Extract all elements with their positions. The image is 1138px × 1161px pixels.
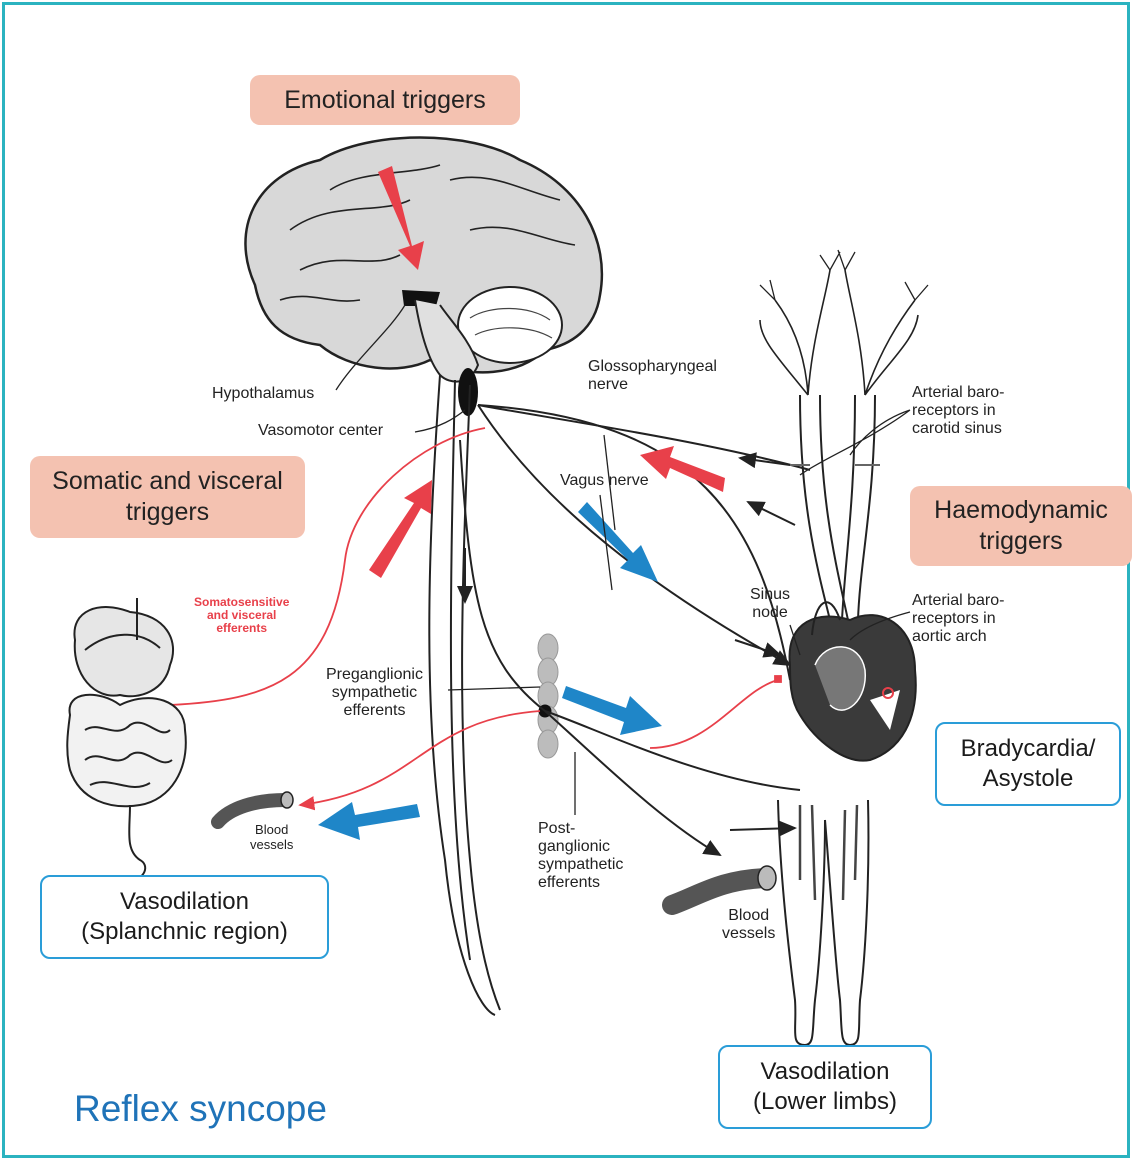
bradycardia-label: Bradycardia/ Asystole	[961, 734, 1096, 794]
haemodynamic-arrow	[640, 446, 725, 492]
vasodilation-lower-label: Vasodilation (Lower limbs)	[753, 1057, 897, 1117]
somatosensitive-label: Somatosensitive and visceral efferents	[194, 596, 289, 635]
vasodilation-splanchnic-label: Vasodilation (Splanchnic region)	[81, 887, 288, 947]
sympathetic-arrow-heart	[562, 686, 662, 735]
blood-vessels-left-label: Blood vessels	[250, 822, 293, 852]
somatic-triggers-label: Somatic and visceral triggers	[52, 466, 283, 528]
splanchnic-arrow	[318, 802, 420, 840]
blood-vessels-right-label: Blood vessels	[722, 907, 775, 943]
vasodilation-lower-box: Vasodilation (Lower limbs)	[718, 1045, 932, 1129]
somatic-triggers-box: Somatic and visceral triggers	[30, 456, 305, 538]
vasomotor-center-label: Vasomotor center	[258, 422, 383, 440]
sinus-node-label: Sinus node	[750, 586, 790, 622]
baro-carotid-label: Arterial baro- receptors in carotid sinu…	[912, 384, 1004, 438]
somatic-arrow	[369, 480, 432, 578]
heart-illustration	[790, 602, 916, 760]
haemodynamic-triggers-box: Haemodynamic triggers	[910, 486, 1132, 566]
postganglionic-label: Post- ganglionic sympathetic efferents	[538, 820, 623, 892]
emotional-triggers-box: Emotional triggers	[250, 75, 520, 125]
carotid-arteries	[760, 250, 928, 620]
bradycardia-box: Bradycardia/ Asystole	[935, 722, 1121, 806]
vasodilation-splanchnic-box: Vasodilation (Splanchnic region)	[40, 875, 329, 959]
vagus-nerve-label: Vagus nerve	[560, 472, 649, 490]
emotional-triggers-label: Emotional triggers	[284, 85, 485, 116]
preganglionic-label: Preganglionic sympathetic efferents	[326, 666, 423, 720]
vagal-arrow	[578, 502, 658, 582]
spinal-cord	[429, 375, 500, 1015]
digestive-organs-illustration	[67, 598, 186, 880]
glossopharyngeal-label: Glossopharyngeal nerve	[588, 358, 717, 394]
figure-title: Reflex syncope	[74, 1088, 327, 1130]
haemodynamic-triggers-label: Haemodynamic triggers	[934, 495, 1108, 557]
lower-limbs-illustration	[778, 800, 868, 1045]
hypothalamus-label: Hypothalamus	[212, 385, 314, 403]
brain-illustration	[245, 138, 601, 417]
sympathetic-chain	[538, 634, 558, 758]
baro-aortic-label: Arterial baro- receptors in aortic arch	[912, 592, 1004, 646]
